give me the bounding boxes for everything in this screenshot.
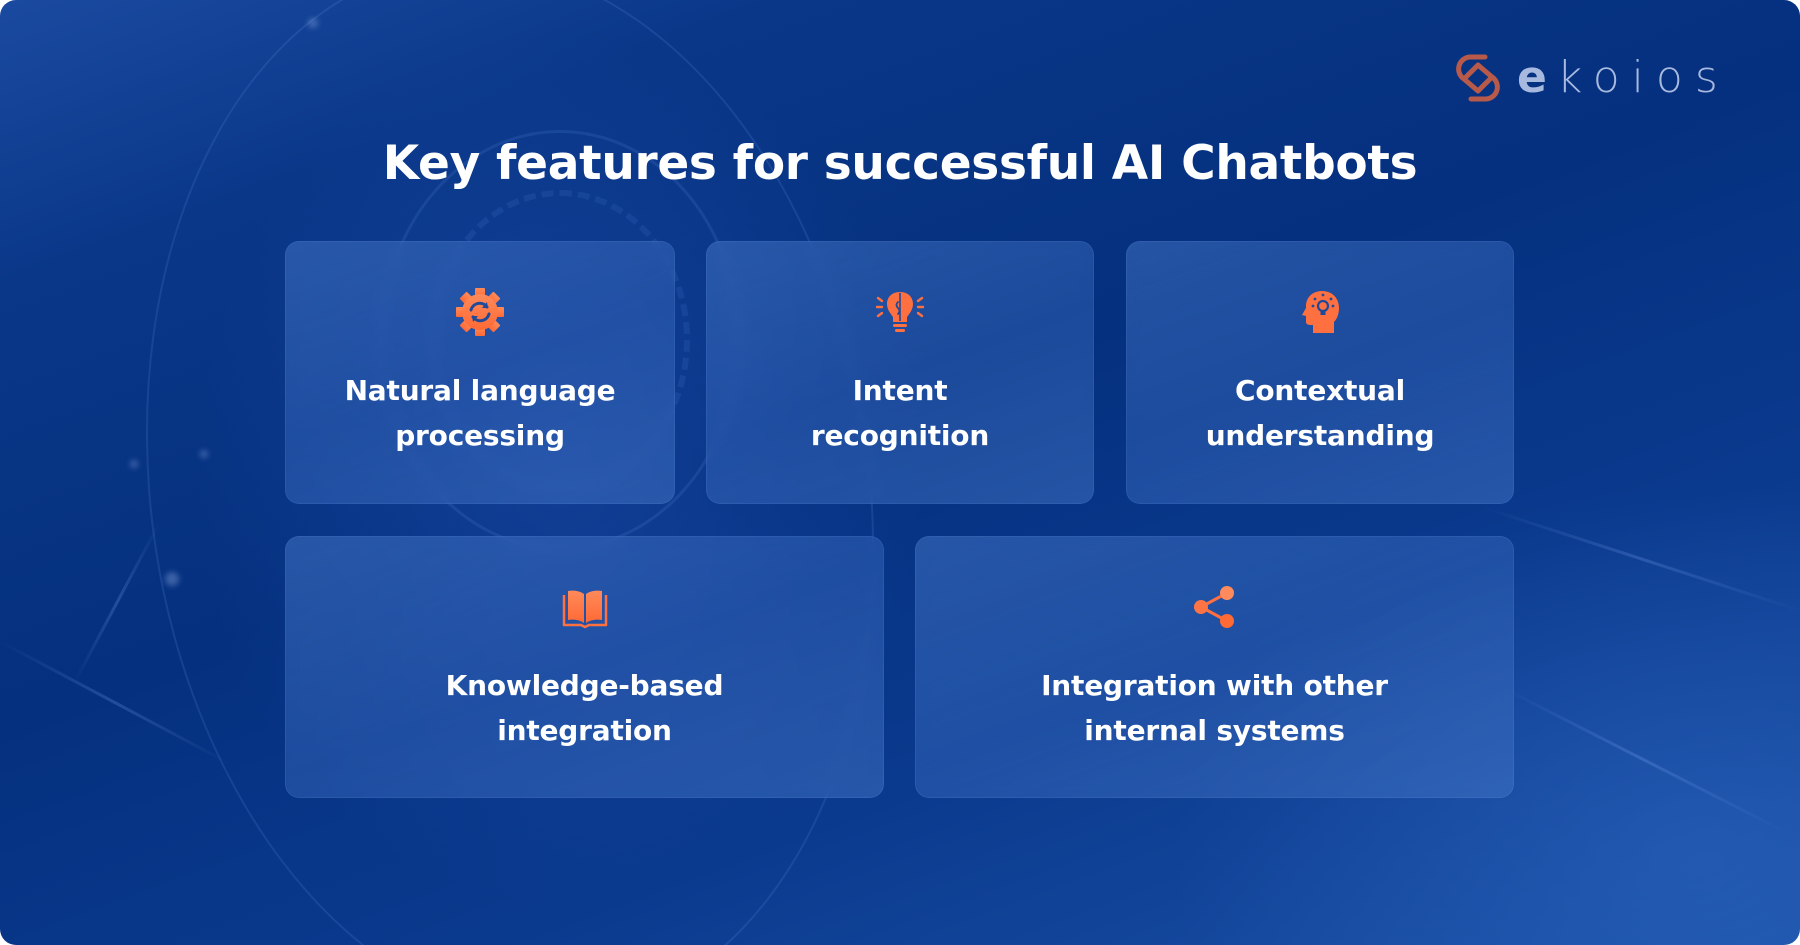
ekoios-logo-icon [1455,53,1501,103]
gear-sync-icon [454,286,506,338]
background-glow-dot [130,460,138,468]
feature-label-line: Contextual [1235,374,1405,407]
feature-label: Contextual understanding [1126,368,1514,458]
background-line [1499,685,1786,834]
feature-card-intent-recognition: Intent recognition [706,241,1094,504]
brand-logo: ekoios [1455,52,1730,104]
feature-label-line: Knowledge-based [445,669,724,702]
feature-label-line: Intent [852,374,948,407]
brand-wordmark-initial: e [1517,52,1557,103]
brain-bulb-icon [874,286,926,338]
page-title: Key features for successful AI Chatbots [382,136,1418,191]
background-line [1479,505,1800,613]
feature-card-contextual-understanding: Contextual understanding [1126,241,1514,504]
background-line [0,640,231,765]
head-lightbulb-icon [1294,286,1346,338]
background-line [73,521,161,683]
background-glow-dot [200,450,208,458]
feature-card-integration-internal-systems: Integration with other internal systems [915,536,1514,798]
feature-label: Integration with other internal systems [915,663,1514,753]
brand-wordmark-rest: koios [1556,52,1730,103]
feature-label-line: integration [497,714,672,747]
feature-label-line: understanding [1205,419,1435,452]
share-network-icon [1189,581,1241,633]
feature-label-line: Natural language [344,374,616,407]
feature-label-line: Integration with other [1041,669,1388,702]
feature-card-knowledge-based-integration: Knowledge-based integration [285,536,884,798]
background-glow-dot [308,18,318,28]
feature-label: Intent recognition [706,368,1094,458]
feature-label: Natural language processing [285,368,675,458]
feature-card-natural-language-processing: Natural language processing [285,241,675,504]
brand-wordmark: ekoios [1517,52,1730,104]
feature-label-line: processing [395,419,565,452]
feature-label-line: internal systems [1084,714,1345,747]
feature-label-line: recognition [810,419,990,452]
background-glow-dot [165,572,179,586]
feature-label: Knowledge-based integration [285,663,884,753]
open-book-icon [559,581,611,633]
